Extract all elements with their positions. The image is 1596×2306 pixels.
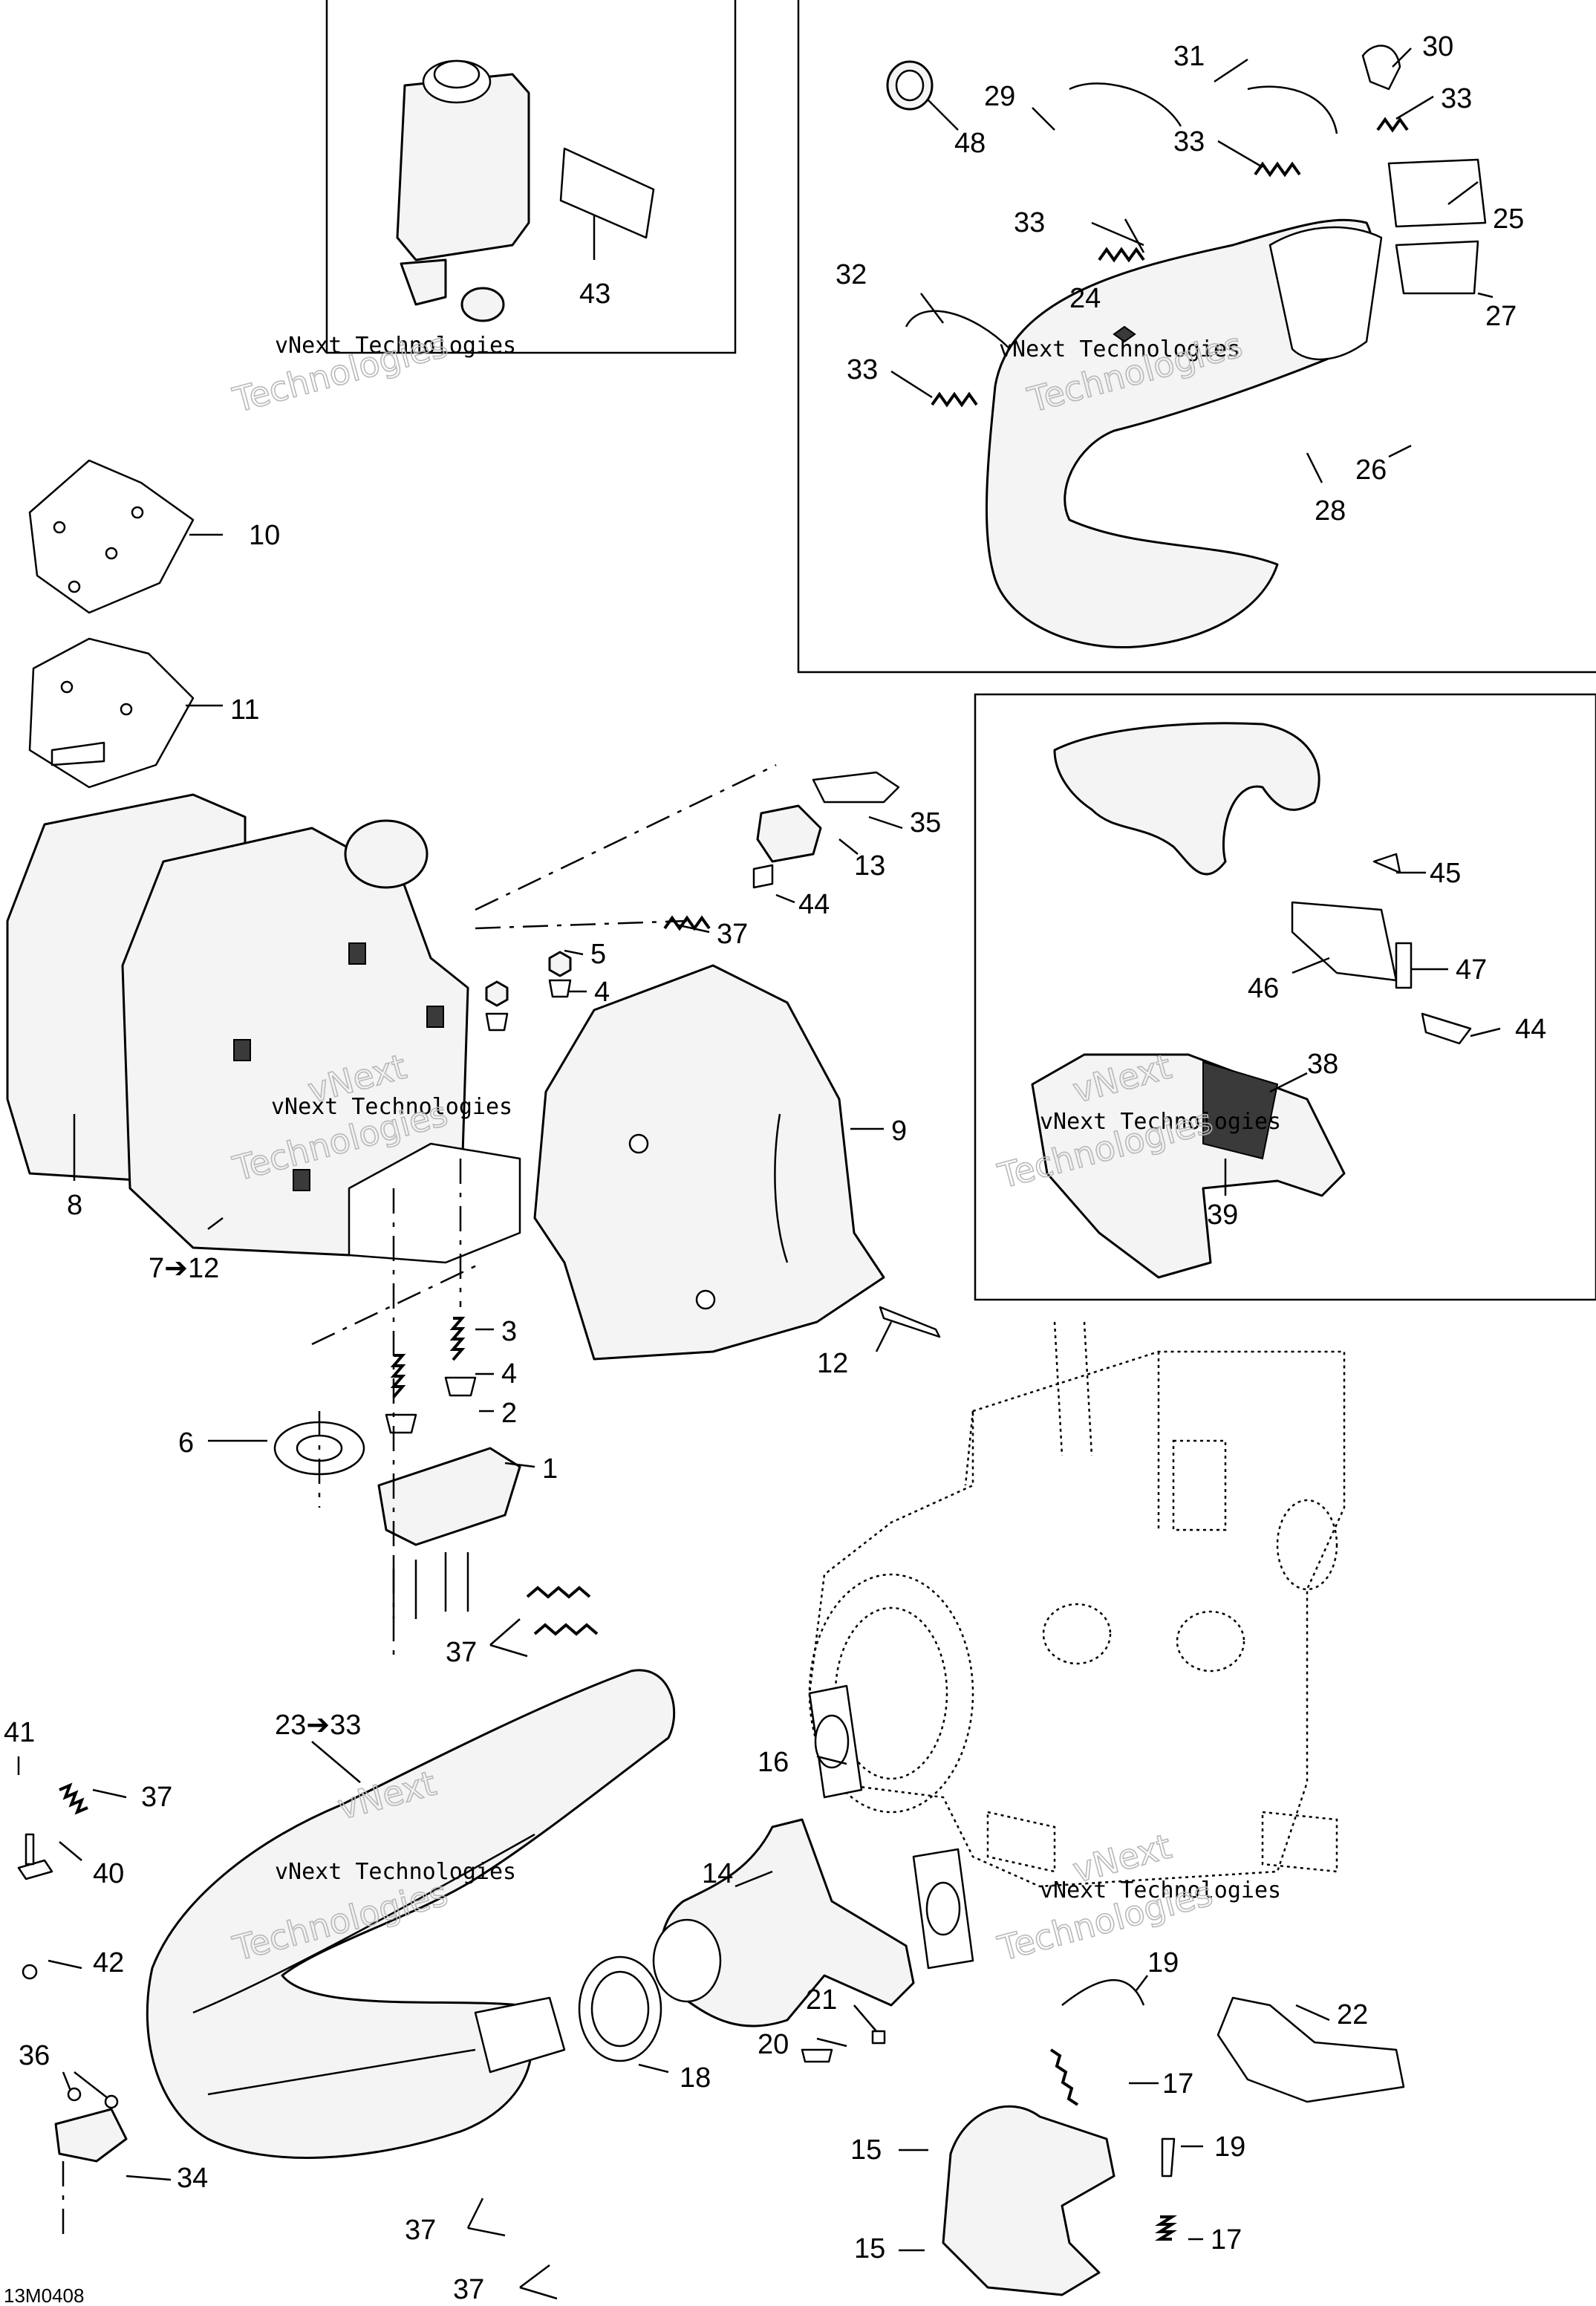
callout-36: 36	[19, 2040, 50, 2071]
callout-39: 39	[1207, 1199, 1238, 1231]
callout-33: 33	[1173, 126, 1205, 157]
watermark-text: vNext Technologies	[275, 333, 516, 359]
heat-shield-10-drawing	[28, 459, 195, 614]
callout-43: 43	[579, 279, 610, 310]
exhaust-manifold-drawing	[578, 1684, 974, 2063]
callout-12: 12	[817, 1348, 848, 1379]
callout-26: 26	[1355, 455, 1387, 486]
watermark-block-top: vNext Technologies Technologies	[228, 324, 516, 420]
callout-42: 42	[93, 1947, 124, 1978]
callout-29: 29	[984, 81, 1015, 112]
callout-17: 17	[1211, 2224, 1242, 2255]
callout-33: 33	[847, 354, 878, 385]
callout-1: 1	[542, 1453, 558, 1485]
callout-14: 14	[702, 1858, 733, 1889]
callout-2: 2	[501, 1398, 517, 1429]
callout-15: 15	[850, 2134, 882, 2166]
callout-8: 8	[67, 1190, 82, 1221]
callout-37: 37	[405, 2215, 436, 2246]
assembly-center-lines	[311, 763, 777, 1664]
callout-21: 21	[806, 1984, 837, 2016]
watermark-block-engine: vNext vNext Technologies Technologies	[993, 1825, 1281, 1970]
callout-23-to-33: 23➔33	[275, 1710, 361, 1741]
tuned-pipe-assembly-drawing	[146, 1669, 676, 2159]
callout-24: 24	[1069, 283, 1101, 314]
muffler-cover-drawing	[533, 964, 885, 1361]
callout-5: 5	[590, 939, 606, 970]
callout-18: 18	[680, 2062, 711, 2094]
callout-37: 37	[141, 1782, 172, 1813]
callout-34: 34	[177, 2163, 208, 2194]
callout-9: 9	[891, 1115, 907, 1147]
inset-box-shields	[974, 693, 1596, 1301]
muffler-assembly-drawing	[6, 793, 521, 1264]
callout-37: 37	[446, 1637, 477, 1668]
callout-40: 40	[93, 1858, 124, 1889]
callout-leader-lines	[17, 48, 1501, 2300]
inset-box-oil-tank	[325, 0, 737, 354]
callout-27: 27	[1485, 301, 1517, 332]
callout-46: 46	[1248, 973, 1279, 1004]
callout-17: 17	[1162, 2068, 1193, 2100]
callout-33: 33	[1441, 83, 1472, 114]
oil-reservoir-drawing	[396, 59, 655, 322]
shield-inset-drawing	[1031, 722, 1472, 1279]
callout-31: 31	[1173, 41, 1205, 72]
callout-45: 45	[1430, 858, 1461, 889]
callout-38: 38	[1307, 1049, 1338, 1080]
callout-48: 48	[954, 128, 986, 159]
bracket-hardware-drawing	[17, 1782, 128, 2235]
callout-44: 44	[1515, 1014, 1546, 1045]
callout-28: 28	[1315, 495, 1346, 527]
callout-30: 30	[1422, 31, 1453, 62]
callout-11: 11	[230, 694, 259, 726]
callout-4: 4	[594, 977, 610, 1008]
watermark-text: vNext Technologies	[999, 336, 1240, 362]
engine-outline-drawing	[808, 1321, 1346, 1888]
callout-labels: 43 48 29 31 30 33 33 33 33 25 24 32 27 2…	[4, 31, 1546, 2306]
callout-7-to-12: 7➔12	[149, 1253, 219, 1284]
callout-19: 19	[1214, 2131, 1245, 2163]
callout-15: 15	[854, 2233, 885, 2264]
heat-shield-11-drawing	[28, 637, 195, 789]
flex-pipe-drawing	[942, 1978, 1405, 2296]
callout-4: 4	[501, 1358, 517, 1390]
callout-22: 22	[1337, 1999, 1368, 2030]
watermark-text: vNext Technologies	[1040, 1877, 1281, 1903]
callout-41: 41	[4, 1717, 35, 1748]
callout-13: 13	[854, 850, 885, 882]
callout-10: 10	[249, 520, 280, 551]
callout-33: 33	[1014, 207, 1045, 238]
watermark-text: vNext Technologies	[275, 1859, 516, 1885]
tuned-pipe-inset-drawing	[886, 45, 1487, 648]
diagram-code: 13M0408	[4, 2284, 84, 2306]
callout-44: 44	[798, 889, 830, 920]
callout-37: 37	[717, 919, 748, 950]
callout-16: 16	[758, 1747, 789, 1778]
callout-37: 37	[453, 2274, 484, 2305]
callout-3: 3	[501, 1316, 517, 1347]
callout-47: 47	[1456, 954, 1487, 986]
callout-19: 19	[1147, 1947, 1179, 1978]
callout-20: 20	[758, 2029, 789, 2060]
callout-32: 32	[836, 259, 867, 290]
callout-6: 6	[178, 1427, 194, 1459]
watermark-text: vNext Technologies	[271, 1094, 512, 1120]
inset-box-tuned-pipe	[797, 0, 1596, 674]
watermark-text: vNext Technologies	[1040, 1109, 1281, 1135]
callout-35: 35	[910, 807, 941, 838]
callout-25: 25	[1493, 203, 1524, 235]
